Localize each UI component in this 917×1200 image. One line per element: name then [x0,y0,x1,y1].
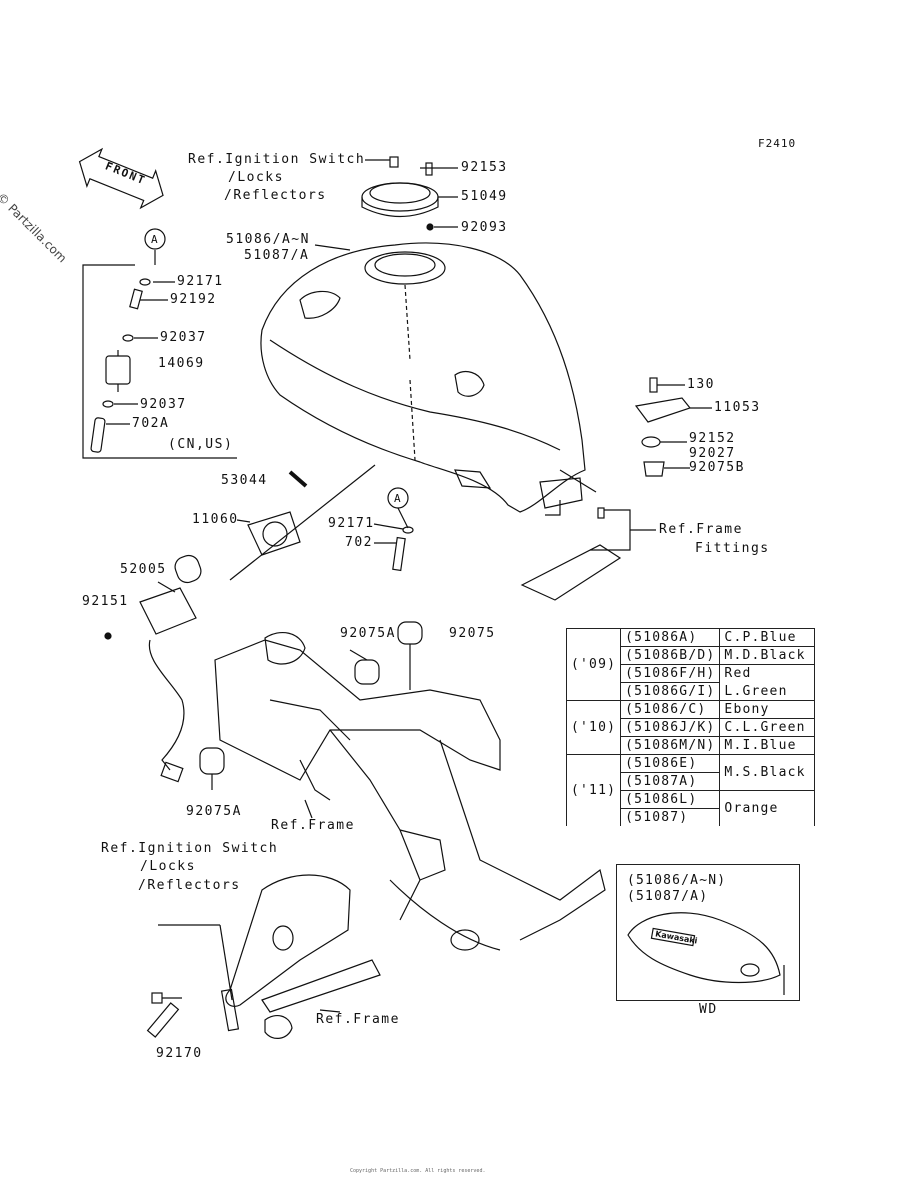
lower-frame-icon [146,874,381,1039]
color-cell: L.Green [719,682,816,701]
color-cell: Ebony [719,700,816,719]
part-130: 130 [687,377,715,392]
color-cell: Red [719,664,816,683]
front-arrow-icon [78,147,164,210]
circle-a-mid: A [394,492,402,505]
fuel-filter-assembly-box [82,228,237,459]
code-cell: (51086/C) [620,700,721,719]
color-cell: M.S.Black [719,754,816,791]
tank-bracket-icon [634,377,712,477]
code-cell: (51086F/H) [620,664,721,683]
part-52005: 52005 [120,562,167,577]
part-92075a-top: 92075A [340,626,396,641]
part-92170: 92170 [156,1046,203,1061]
part-92171-mid: 92171 [328,516,375,531]
part-92152: 92152 [689,431,736,446]
inset-tank-icon [627,912,785,995]
part-92171-top: 92171 [177,274,224,289]
part-92037-b: 92037 [140,397,187,412]
part-92075: 92075 [449,626,496,641]
ref-ignition-top-line1: Ref.Ignition Switch [188,152,366,167]
figure-id: F2410 [758,137,797,150]
gasket-icon [247,511,301,556]
code-cell: (51086M/N) [620,736,721,755]
part-53044: 53044 [221,473,268,488]
ref-frame-mid: Ref.Frame [271,818,355,833]
inset-line2: (51087/A) [627,889,709,904]
part-51049: 51049 [461,189,508,204]
frame-icon [214,631,606,951]
color-cell: Orange [719,790,816,826]
ref-frame-bot: Ref.Frame [316,1012,400,1027]
code-cell: (51086G/I) [620,682,721,701]
region-cn-us: (CN,US) [168,437,234,452]
part-92037-a: 92037 [160,330,207,345]
fuel-pump-icon [104,554,202,783]
part-702: 702 [345,535,373,550]
circle-a-top: A [151,233,159,246]
part-92075b: 92075B [689,460,745,475]
color-cell: C.P.Blue [719,628,816,647]
fuel-tank-icon [260,242,586,516]
year-09: ('09) [565,628,622,701]
part-51086: 51086/A~N [226,232,310,247]
ref-ignition-top-line3: /Reflectors [224,188,327,203]
part-51087: 51087/A [244,248,310,263]
part-702a: 702A [132,416,170,431]
year-11: ('11) [565,754,622,826]
code-cell: (51086L) [620,790,721,809]
part-92075a-bot: 92075A [186,804,242,819]
part-11053: 11053 [714,400,761,415]
color-cell: C.L.Green [719,718,816,737]
inset-caption-wd: WD [699,1002,718,1017]
part-92027: 92027 [689,446,736,461]
rubber-damper-icon [199,621,423,790]
part-92153: 92153 [461,160,508,175]
ref-ignition-bot-line3: /Reflectors [138,878,241,893]
part-92093: 92093 [461,220,508,235]
ref-ignition-bot-line1: Ref.Ignition Switch [101,841,279,856]
color-cell: M.D.Black [719,646,816,665]
code-cell: (51086A) [620,628,721,647]
ref-ignition-bot-line2: /Locks [140,859,196,874]
ref-ignition-top-line2: /Locks [228,170,284,185]
color-cell: M.I.Blue [719,736,816,755]
part-14069: 14069 [158,356,205,371]
year-10: ('10) [565,700,622,755]
code-cell: (51087A) [620,772,721,791]
part-92151: 92151 [82,594,129,609]
code-cell: (51086B/D) [620,646,721,665]
part-11060: 11060 [192,512,239,527]
ref-frame-fittings-line2: Fittings [695,541,770,556]
footer-copyright: Copyright Partzilla.com. All rights rese… [350,1168,486,1174]
tank-decal-inset: (51086/A~N) (51087/A) Kawasaki [616,864,800,1001]
code-cell: (51087) [620,808,721,826]
ref-frame-fittings-line1: Ref.Frame [659,522,743,537]
part-92192: 92192 [170,292,217,307]
frame-fittings-icon [520,469,656,601]
code-cell: (51086J/K) [620,718,721,737]
inset-line1: (51086/A~N) [627,873,727,888]
code-cell: (51086E) [620,754,721,773]
kawasaki-logo: Kawasaki [654,929,699,946]
color-table: ('09) (51086A) C.P.Blue (51086B/D) M.D.B… [565,628,816,826]
